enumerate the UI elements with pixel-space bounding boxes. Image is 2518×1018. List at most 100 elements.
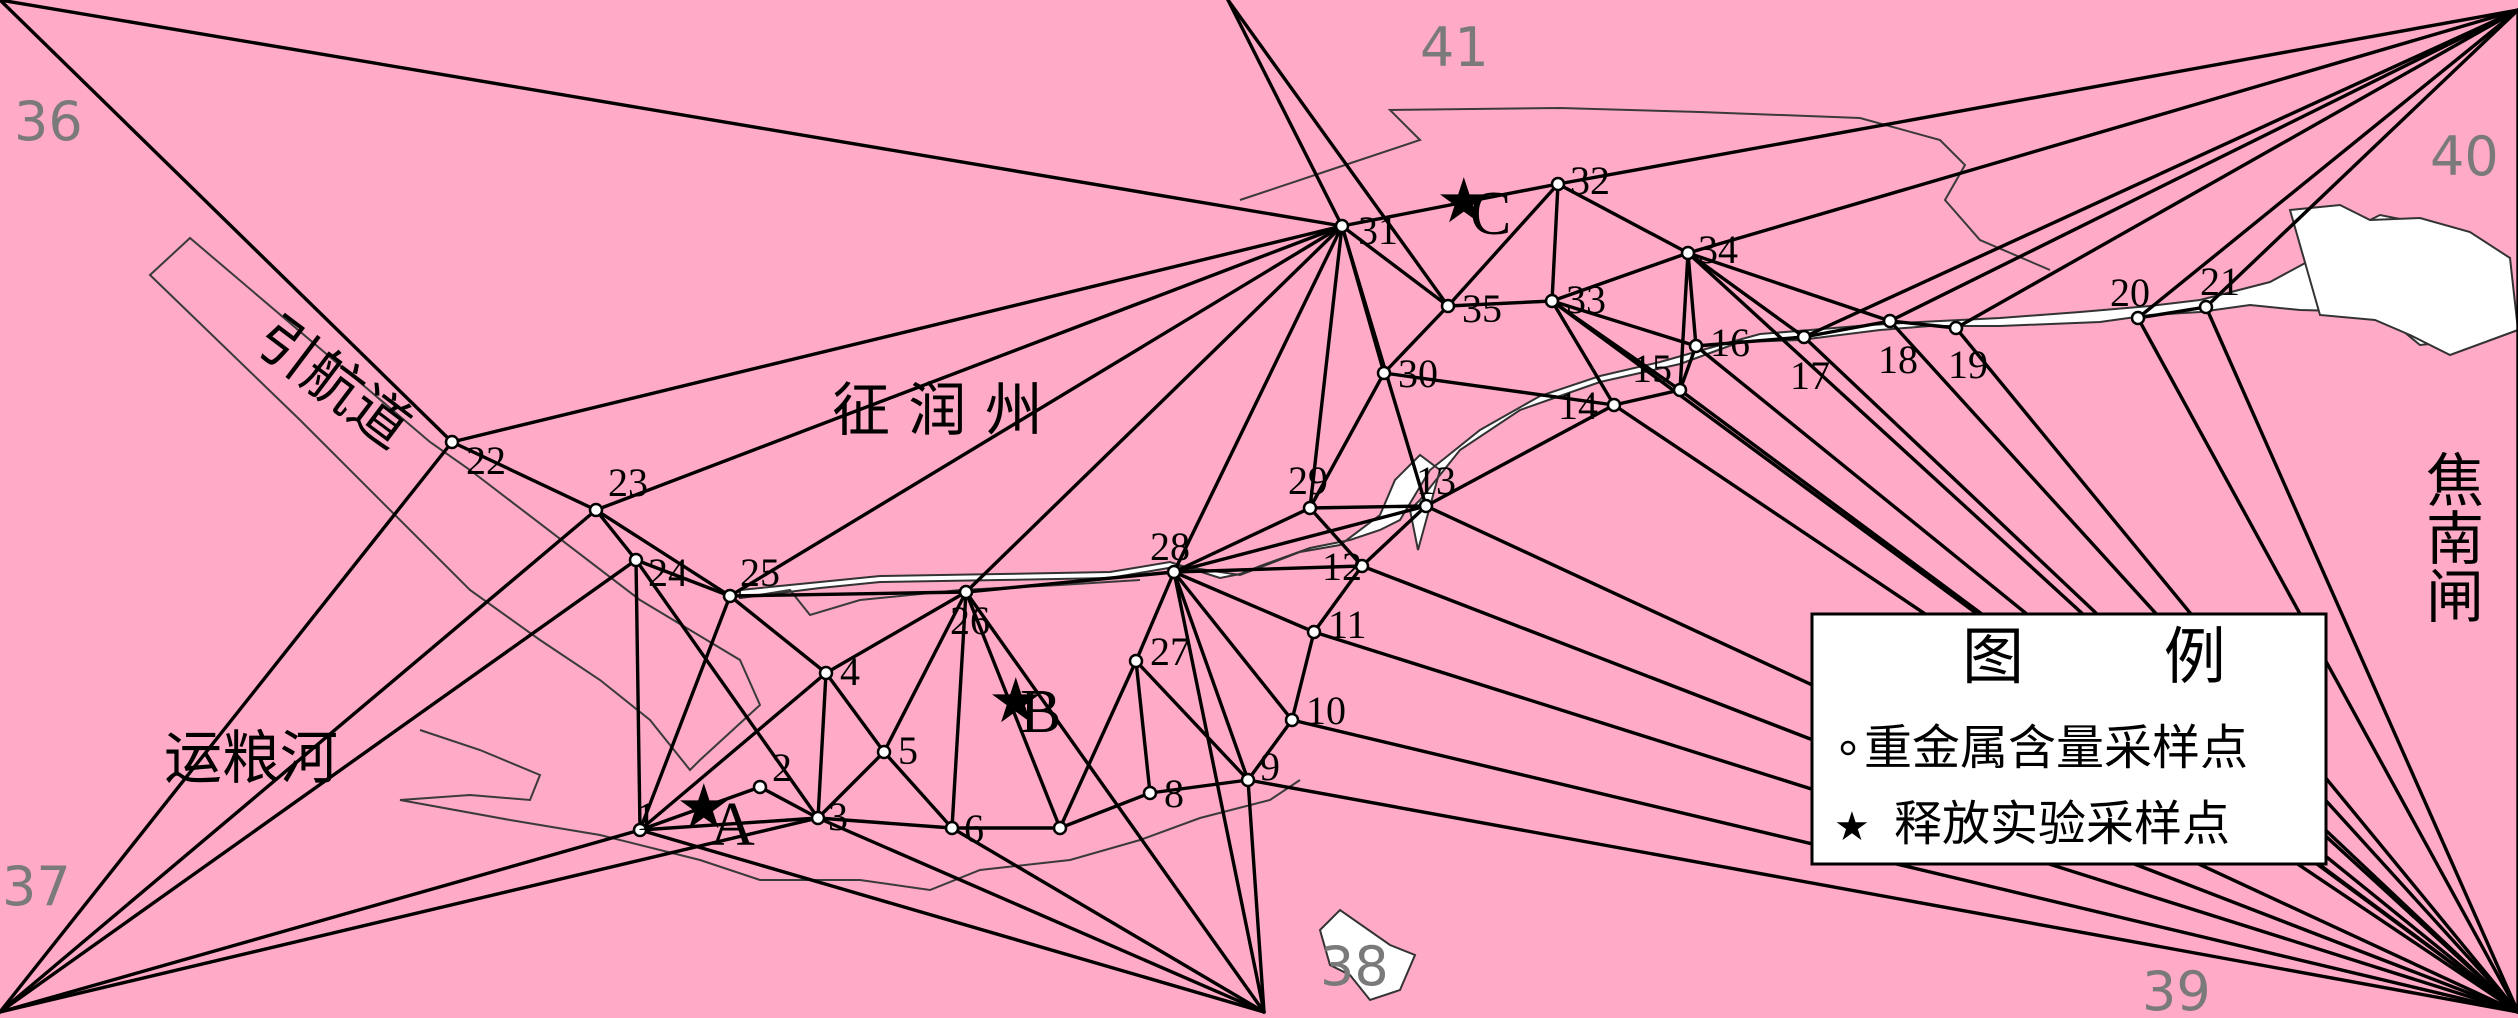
edge-c36-31 <box>0 0 1344 228</box>
edge-31-29 <box>1308 224 1344 510</box>
sample-point-4 <box>818 665 834 681</box>
edge-23-24 <box>594 508 638 562</box>
sample-point-19 <box>1948 320 1964 336</box>
edge-12-28 <box>1172 564 1364 574</box>
corner-40: 40 <box>2430 125 2499 188</box>
river-channel <box>148 106 2518 1002</box>
sample-point-17 <box>1796 329 1812 345</box>
edge-c39-10 <box>1290 718 2518 1014</box>
sample-point-16 <box>1688 338 1704 354</box>
sample-point-32 <box>1550 176 1566 192</box>
sample-point-20 <box>2130 310 2146 326</box>
sample-point-10 <box>1284 712 1300 728</box>
edge-14-15 <box>1612 388 1682 407</box>
edge-c39-21 <box>2204 305 2518 1014</box>
edge-34-15 <box>1678 251 1690 392</box>
edge-c38-9 <box>1246 778 1266 1014</box>
zhengrunzhou-shore <box>739 579 1141 617</box>
edge-35-32 <box>1446 182 1560 308</box>
sample-point-25 <box>722 588 738 604</box>
edge-c40-34 <box>1686 8 2518 255</box>
sample-point-35 <box>1440 298 1456 314</box>
edge-c40-20 <box>2136 8 2518 320</box>
edge-c40-18 <box>1888 8 2518 323</box>
edge-16-17 <box>1694 335 1806 348</box>
sample-point-label-30: 30 <box>1398 351 1438 396</box>
edge-4-26 <box>824 590 968 675</box>
sample-point-label-1: 1 <box>636 794 656 839</box>
edge-31-25 <box>728 224 1344 598</box>
edge-30-14 <box>1382 371 1616 407</box>
sample-point-27 <box>1128 653 1144 669</box>
sample-point-8 <box>1142 785 1158 801</box>
sample-point-15 <box>1672 382 1688 398</box>
place-yunlianghe: 运粮河 <box>164 724 338 792</box>
edge-c37-1 <box>0 828 642 1014</box>
edge-34-17 <box>1686 251 1806 339</box>
edge-1-2 <box>638 785 762 832</box>
edge-c38-26 <box>964 590 1266 1014</box>
place-jiaonanzha-text: 焦南闸 <box>2416 450 2484 624</box>
edge-c38-3 <box>816 816 1266 1014</box>
edge-c37-24 <box>0 558 638 1014</box>
edge-33-14 <box>1550 299 1616 407</box>
edge-10-28 <box>1172 570 1294 722</box>
edge-5-26 <box>882 590 968 754</box>
sample-point-label-33: 33 <box>1566 277 1606 322</box>
legend-sample-point-icon <box>1840 740 1856 756</box>
edge-17-18 <box>1802 319 1892 339</box>
edge-5-6 <box>882 750 954 830</box>
sample-point-label-9: 9 <box>1260 744 1280 789</box>
sample-point-14 <box>1606 397 1622 413</box>
sample-point-label-4: 4 <box>840 649 860 694</box>
edge-3-5 <box>816 750 886 820</box>
place-jiaonanzha: 焦南闸 <box>2416 450 2484 624</box>
edge-33-34 <box>1550 251 1690 303</box>
sample-point-label-21: 21 <box>2200 259 2240 304</box>
sample-point-label-15: 15 <box>1632 346 1672 391</box>
edge-c36-22 <box>0 0 454 444</box>
edge-c38-28 <box>1172 570 1266 1014</box>
sample-point-31 <box>1334 218 1350 234</box>
edge-c37-22 <box>0 440 454 1014</box>
edge-3-4 <box>816 671 828 820</box>
edge-31-28 <box>1172 224 1344 574</box>
legend-release-star-icon: ★ <box>1834 804 1870 850</box>
sample-point-9 <box>1240 772 1256 788</box>
edge-8-9 <box>1148 778 1250 795</box>
sample-point-label-17: 17 <box>1790 353 1830 398</box>
sample-point-label-5: 5 <box>898 728 918 773</box>
edge-28-9 <box>1172 570 1250 782</box>
edge-c40-21 <box>2204 8 2518 309</box>
legend-box <box>1810 612 2328 866</box>
legend-title: 图 例 <box>1962 620 2286 693</box>
edge-25-4 <box>728 594 828 675</box>
sample-point-33 <box>1544 293 1560 309</box>
sample-point-22 <box>444 434 460 450</box>
sample-point-label-32: 32 <box>1570 158 1610 203</box>
sample-point-28 <box>1166 564 1182 580</box>
edge-15-16 <box>1678 344 1698 392</box>
edge-c39-20 <box>2136 316 2518 1014</box>
sample-point-label-28: 28 <box>1150 524 1190 569</box>
edge-29-13 <box>1308 504 1428 510</box>
release-label-a: A <box>710 791 755 859</box>
edge-25-1 <box>638 594 732 832</box>
edge-24-25 <box>634 558 732 598</box>
sample-point-1 <box>632 822 648 838</box>
sample-point-label-12: 12 <box>1322 544 1362 589</box>
south-shoreline <box>399 729 1301 892</box>
sample-point-label-23: 23 <box>608 460 648 505</box>
sampling-points <box>444 176 2214 838</box>
edge-c41-35 <box>1226 0 1450 308</box>
sample-point-3 <box>810 810 826 826</box>
sample-point-label-22: 22 <box>466 438 506 483</box>
sample-point-label-16: 16 <box>1710 320 1750 365</box>
edge-18-19 <box>1888 319 1958 330</box>
corner-41: 41 <box>1420 16 1489 79</box>
edge-7-8 <box>1058 791 1152 830</box>
release-star-b: ★ <box>988 668 1044 736</box>
release-points: ★ A ★ B ★ C <box>676 168 1511 859</box>
